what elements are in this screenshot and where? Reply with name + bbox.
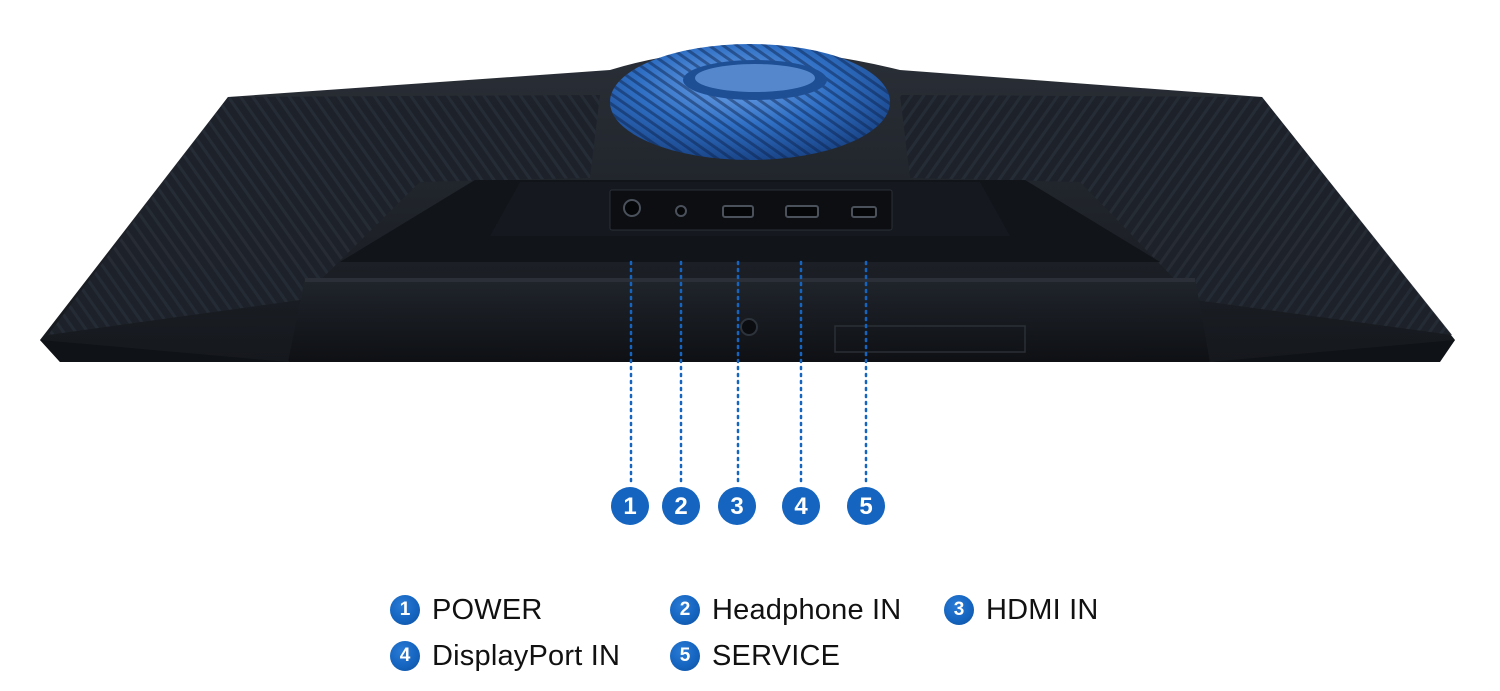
legend-item-hdmi: 3 HDMI IN: [944, 590, 1099, 630]
legend-item-service: 5 SERVICE: [670, 636, 840, 676]
legend-badge-4: 4: [390, 641, 420, 671]
legend-label-hdmi: HDMI IN: [986, 593, 1099, 626]
callout-badge-1: 1: [611, 487, 649, 525]
displayport-port-icon: [785, 205, 819, 218]
legend-item-headphone: 2 Headphone IN: [670, 590, 901, 630]
legend-label-service: SERVICE: [712, 639, 841, 672]
callout-badges: 1 2 3 4 5: [611, 487, 885, 525]
legend-item-power: 1 POWER: [390, 590, 543, 630]
callout-badge-5-number: 5: [859, 493, 872, 520]
power-port-icon: [623, 199, 641, 217]
callout-badge-4: 4: [782, 487, 820, 525]
callout-badge-2-number: 2: [674, 493, 687, 520]
legend-badge-3: 3: [944, 595, 974, 625]
headphone-port-icon: [675, 205, 687, 217]
hdmi-port-icon: [722, 205, 754, 218]
callout-badge-4-number: 4: [794, 493, 808, 520]
port-legend: 1 POWER 2 Headphone IN 3 HDMI IN 4 Displ…: [390, 590, 1150, 680]
service-port-icon: [851, 206, 877, 218]
legend-label-displayport: DisplayPort IN: [432, 639, 621, 672]
legend-label-power: POWER: [432, 593, 543, 626]
port-panel: [609, 189, 893, 231]
legend-badge-5: 5: [670, 641, 700, 671]
callout-badge-5: 5: [847, 487, 885, 525]
legend-badge-2: 2: [670, 595, 700, 625]
legend-label-headphone: Headphone IN: [712, 593, 902, 626]
callout-badge-2: 2: [662, 487, 700, 525]
legend-item-displayport: 4 DisplayPort IN: [390, 636, 620, 676]
callout-badge-3: 3: [718, 487, 756, 525]
stand-mount-ring: [610, 44, 890, 160]
callout-leaders: [629, 260, 868, 488]
legend-badge-1: 1: [390, 595, 420, 625]
callout-badge-1-number: 1: [623, 493, 636, 520]
callout-badge-3-number: 3: [730, 493, 743, 520]
